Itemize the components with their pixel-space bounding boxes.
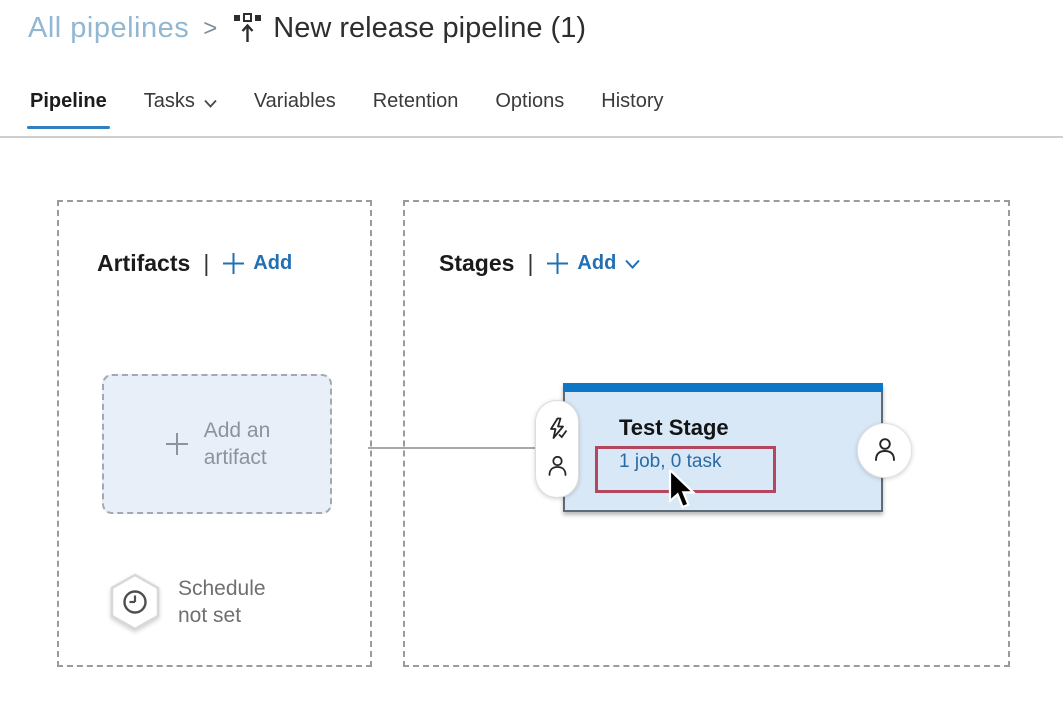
stage-jobs-link[interactable]: 1 job, 0 task bbox=[619, 451, 722, 472]
breadcrumb-separator: > bbox=[203, 14, 218, 42]
add-button-label: Add bbox=[253, 252, 293, 274]
lightning-bolt-icon bbox=[547, 417, 568, 445]
tab-pipeline[interactable]: Pipeline bbox=[27, 89, 110, 133]
stage-status-bar bbox=[563, 383, 883, 392]
header-separator: | bbox=[527, 250, 534, 276]
schedule-badge[interactable]: Schedule not set bbox=[107, 572, 266, 632]
schedule-label: Schedule not set bbox=[178, 575, 266, 629]
tab-label: Retention bbox=[372, 89, 459, 112]
artifact-stage-connector-line bbox=[368, 447, 536, 449]
tab-label: History bbox=[601, 89, 664, 112]
tab-retention[interactable]: Retention bbox=[373, 90, 459, 133]
plus-icon bbox=[164, 431, 190, 457]
add-artifact-placeholder-label: Add an artifact bbox=[204, 417, 271, 471]
tabbar-divider bbox=[0, 136, 1063, 138]
stages-title: Stages bbox=[439, 250, 515, 276]
placeholder-line1: Add an bbox=[203, 419, 271, 442]
tab-tasks[interactable]: Tasks bbox=[144, 88, 217, 134]
tab-variables[interactable]: Variables bbox=[254, 90, 336, 133]
tab-label: Pipeline bbox=[30, 89, 107, 112]
header-separator: | bbox=[203, 250, 210, 276]
schedule-line2: not set bbox=[178, 604, 242, 627]
mouse-cursor-icon bbox=[668, 467, 702, 515]
add-button-label: Add bbox=[577, 252, 617, 274]
schedule-line1: Schedule bbox=[178, 577, 266, 600]
placeholder-line2: artifact bbox=[203, 446, 267, 469]
add-artifact-placeholder[interactable]: Add an artifact bbox=[102, 374, 332, 514]
tab-bar: Pipeline Tasks Variables Retention Optio… bbox=[27, 88, 701, 134]
tab-options[interactable]: Options bbox=[495, 90, 564, 133]
artifacts-panel: Artifacts | Add Add an artifact S bbox=[57, 200, 372, 667]
page-title: New release pipeline (1) bbox=[273, 12, 586, 44]
plus-icon bbox=[222, 252, 245, 275]
tab-label: Options bbox=[495, 89, 565, 112]
breadcrumb-all-pipelines-link[interactable]: All pipelines bbox=[28, 12, 190, 44]
person-icon bbox=[547, 454, 568, 481]
artifacts-title: Artifacts bbox=[97, 250, 191, 276]
stage-name: Test Stage bbox=[619, 415, 729, 440]
clock-in-hexagon-icon bbox=[107, 572, 163, 632]
tab-history[interactable]: History bbox=[601, 90, 663, 133]
add-artifact-button[interactable]: Add bbox=[222, 252, 292, 275]
stages-header: Stages | Add bbox=[439, 250, 641, 277]
pre-deployment-conditions-button[interactable] bbox=[535, 400, 579, 498]
chevron-down-icon bbox=[625, 256, 641, 274]
add-stage-button[interactable]: Add bbox=[546, 252, 641, 275]
chevron-down-icon bbox=[204, 91, 217, 114]
artifacts-header: Artifacts | Add bbox=[97, 250, 292, 277]
plus-icon bbox=[546, 252, 569, 275]
release-pipeline-icon bbox=[233, 12, 262, 45]
tab-label: Variables bbox=[253, 89, 336, 112]
post-deployment-conditions-button[interactable] bbox=[857, 423, 912, 478]
tab-label: Tasks bbox=[143, 89, 195, 112]
breadcrumb: All pipelines > New release pipeline (1) bbox=[28, 12, 586, 45]
person-icon bbox=[873, 436, 897, 466]
